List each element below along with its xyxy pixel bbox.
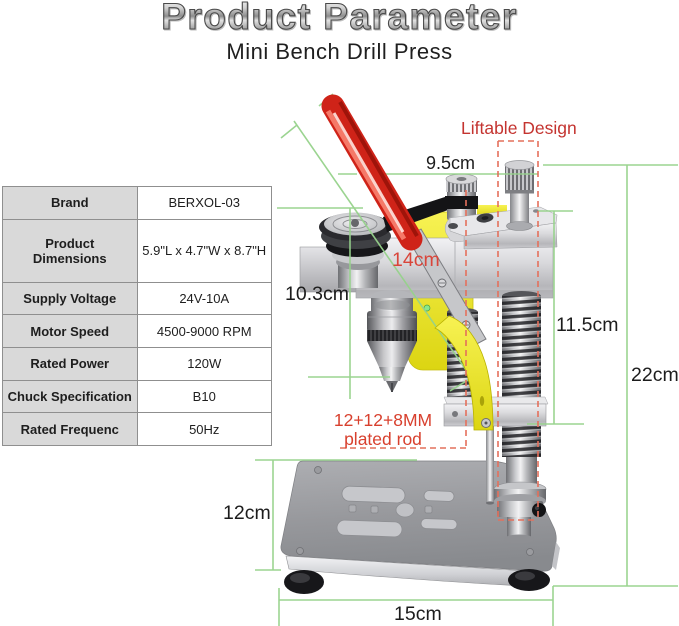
spec-label-cell: Product Dimensions <box>2 218 138 283</box>
dim-base-depth: 12cm <box>223 502 271 524</box>
spec-value-cell: 5.9"L x 4.7"W x 8.7"H <box>136 218 272 283</box>
handle-grip <box>321 94 423 251</box>
page-subtitle: Mini Bench Drill Press <box>226 39 453 64</box>
spec-label-cell: Motor Speed <box>2 314 138 349</box>
annotation-plated-rod-line1: 12+12+8MM <box>333 410 433 430</box>
table-row: Product Dimensions 5.9"L x 4.7"W x 8.7"H <box>2 218 272 283</box>
dim-handle-length: 14cm <box>392 249 440 271</box>
spec-value-cell: BERXOL-03 <box>136 186 272 220</box>
drill-rod <box>486 426 494 505</box>
lower-bracket <box>443 396 549 427</box>
spec-table: Brand BERXOL-03 Product Dimensions 5.9"L… <box>2 186 272 446</box>
dim-total-height: 22cm <box>631 364 679 386</box>
spec-label-cell: Chuck Specification <box>2 379 138 414</box>
annotation-liftable-design: Liftable Design <box>461 118 577 138</box>
main-column <box>493 291 547 544</box>
table-row: Supply Voltage 24V-10A <box>2 281 272 316</box>
drill-chuck <box>367 290 417 392</box>
annotation-plated-rod-line2: plated rod <box>344 429 422 449</box>
annotation-plated-rod: 12+12+8MM plated rod <box>330 411 436 449</box>
feed-arm <box>434 315 494 431</box>
spec-label-cell: Supply Voltage <box>2 281 138 316</box>
dimension-lines <box>255 93 678 626</box>
lift-post <box>504 160 535 231</box>
spec-label-cell: Brand <box>2 186 138 220</box>
liftable-highlight-box <box>497 140 539 521</box>
dim-base-width: 15cm <box>394 603 442 625</box>
page-title: Product Parameter <box>0 0 679 38</box>
top-plate <box>444 206 558 250</box>
motor-pulley <box>445 173 478 220</box>
spec-value-cell: 50Hz <box>136 412 272 446</box>
dim-spindle-travel: 10.3cm <box>285 283 349 305</box>
table-row: Chuck Specification B10 <box>2 379 272 414</box>
spindle-pulley <box>319 212 391 288</box>
spec-value-cell: B10 <box>136 379 272 414</box>
clamp-knob <box>532 503 546 517</box>
dim-column-exposed: 11.5cm <box>556 314 619 336</box>
dim-head-width: 9.5cm <box>426 153 476 173</box>
spec-value-cell: 24V-10A <box>136 281 272 316</box>
table-row: Brand BERXOL-03 <box>2 186 272 220</box>
plated-rod-callout <box>340 190 467 449</box>
table-row: Rated Frequenc 50Hz <box>2 412 272 446</box>
spec-value-cell: 120W <box>136 347 272 381</box>
